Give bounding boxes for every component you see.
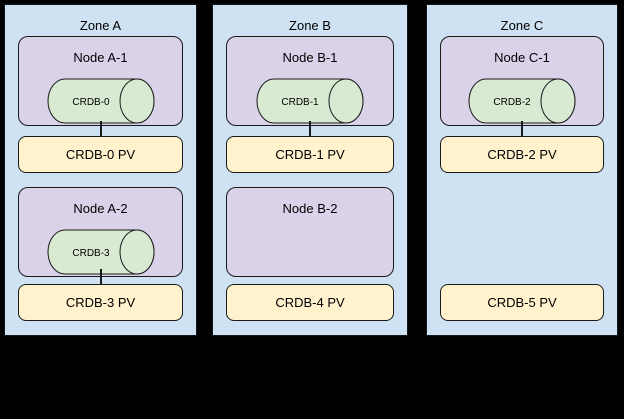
disk-label: CRDB-2 [493, 97, 531, 108]
disk-to-pv-connector [309, 121, 311, 137]
pv-label: CRDB-5 PV [487, 295, 557, 310]
pv-label: CRDB-0 PV [65, 147, 136, 162]
disk-to-pv-connector [99, 269, 102, 285]
zone-panel-b: Zone B Node B-1 CRDB-1 CRDB-1 PV Node B-… [212, 4, 408, 336]
zone-panel-a: Zone A Node A-1 CRDB-0 CRDB-0 PV Node A-… [4, 4, 197, 336]
zone-title: Zone C [500, 18, 544, 33]
node-label: Node A-1 [73, 50, 128, 65]
disk-label: CRDB-0 [72, 97, 110, 108]
pv-box: CRDB-1 PV [226, 136, 394, 173]
disk-label: CRDB-1 [281, 97, 319, 108]
zone-panel-c: Zone C Node C-1 CRDB-2 CRDB-2 PV CRDB-5 … [426, 4, 618, 336]
pv-box: CRDB-2 PV [440, 136, 604, 173]
pv-box: CRDB-0 PV [18, 136, 183, 173]
node-box-b2-empty: Node B-2 [226, 187, 394, 277]
pv-label: CRDB-2 PV [487, 147, 557, 162]
disk-to-pv-connector [521, 121, 523, 137]
node-box-c1: Node C-1 CRDB-2 [440, 36, 604, 126]
pv-box: CRDB-5 PV [440, 284, 604, 321]
node-label: Node C-1 [494, 50, 550, 65]
pv-label: CRDB-4 PV [275, 295, 345, 310]
disk-cylinder-icon: CRDB-3 [47, 229, 155, 275]
zone-title: Zone A [79, 18, 122, 33]
disk-to-pv-connector [99, 121, 102, 137]
disk-cylinder-icon: CRDB-2 [468, 78, 576, 124]
pv-box: CRDB-4 PV [226, 284, 394, 321]
pv-label: CRDB-3 PV [65, 295, 136, 310]
node-box-b1: Node B-1 CRDB-1 [226, 36, 394, 126]
node-label: Node B-1 [282, 50, 338, 65]
zone-title: Zone B [289, 18, 331, 33]
node-label: Node A-2 [73, 201, 128, 216]
disk-label: CRDB-3 [72, 248, 110, 259]
node-box-a2: Node A-2 CRDB-3 [18, 187, 183, 277]
disk-cylinder-icon: CRDB-1 [256, 78, 364, 124]
pv-box: CRDB-3 PV [18, 284, 183, 321]
disk-cylinder-icon: CRDB-0 [47, 78, 155, 124]
pv-label: CRDB-1 PV [275, 147, 345, 162]
node-box-a1: Node A-1 CRDB-0 [18, 36, 183, 126]
node-label: Node B-2 [282, 201, 338, 216]
